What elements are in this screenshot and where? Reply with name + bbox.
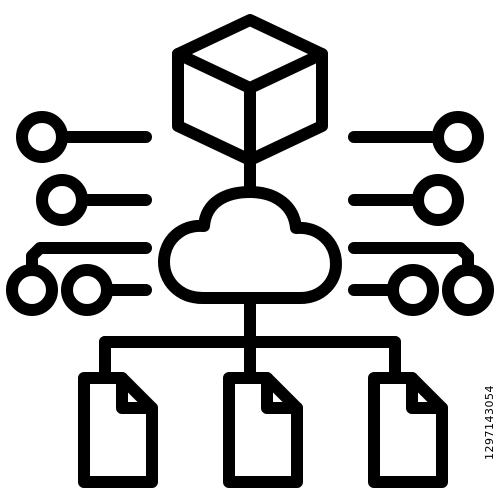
circuit-node-left-4 bbox=[61, 264, 113, 316]
document-tree-connector bbox=[99, 292, 401, 378]
circuit-node-right-3 bbox=[442, 264, 494, 316]
cube-icon bbox=[172, 14, 328, 166]
circuit-node-right-2 bbox=[412, 174, 464, 226]
document-icon-left bbox=[78, 372, 158, 488]
stock-id-text: 1297143054 bbox=[483, 385, 496, 460]
icon-artwork bbox=[6, 14, 494, 488]
cloud-icon bbox=[158, 186, 342, 304]
document-icon-right bbox=[368, 372, 448, 488]
circuit-node-left-2 bbox=[36, 174, 88, 226]
circuit-node-left-1 bbox=[16, 111, 68, 163]
circuit-node-right-4 bbox=[387, 264, 439, 316]
circuit-node-left-3 bbox=[6, 264, 58, 316]
left-circuit-lines bbox=[6, 111, 152, 316]
right-circuit-lines bbox=[348, 111, 494, 316]
circuit-node-right-1 bbox=[432, 111, 484, 163]
document-icon-center bbox=[223, 372, 303, 488]
